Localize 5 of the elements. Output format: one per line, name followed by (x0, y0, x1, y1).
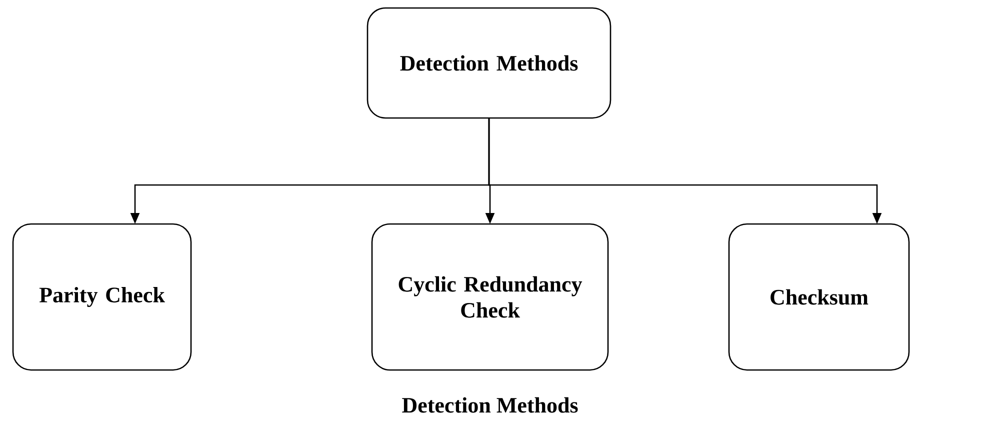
method-box: Parity Check (12, 223, 192, 371)
caption: Detection Methods (402, 397, 578, 413)
root-box: Detection Methods (366, 7, 612, 119)
method-box: Cyclic Redundancy Check (371, 223, 609, 371)
method-box: Checksum (728, 223, 910, 371)
